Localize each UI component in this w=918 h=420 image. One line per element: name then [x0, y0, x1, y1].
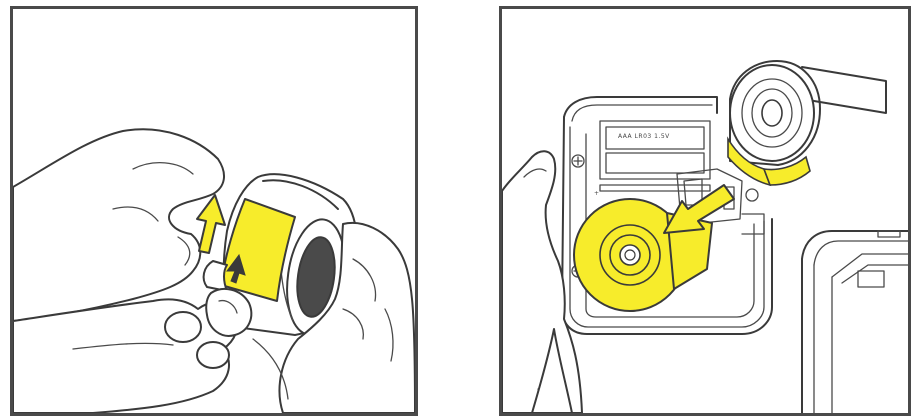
- battery-compartment-icon: AAA LR03 1.5V +: [594, 120, 711, 197]
- peel-up-arrow-icon: [196, 194, 226, 254]
- peel-arrow-icon: [226, 253, 246, 284]
- svg-text:+: +: [594, 190, 600, 197]
- step-1-panel: [10, 6, 418, 416]
- printer-lid-icon: [801, 230, 908, 413]
- left-hand-icon: [13, 128, 225, 322]
- tape-roll-icon: [727, 60, 887, 187]
- battery-marking: AAA LR03 1.5V: [618, 133, 670, 140]
- right-hand-icon: [278, 221, 415, 413]
- peel-label-illustration: [13, 128, 415, 413]
- tape-core-icon: [296, 236, 336, 318]
- hand-icon: [502, 150, 583, 413]
- insert-arrow-icon: [663, 184, 735, 234]
- step-2-panel: AAA LR03 1.5V +: [499, 6, 911, 416]
- insert-roll-illustration: AAA LR03 1.5V +: [502, 60, 908, 413]
- yellow-label-icon: [220, 198, 296, 302]
- installed-tape-roll-icon: [573, 198, 713, 312]
